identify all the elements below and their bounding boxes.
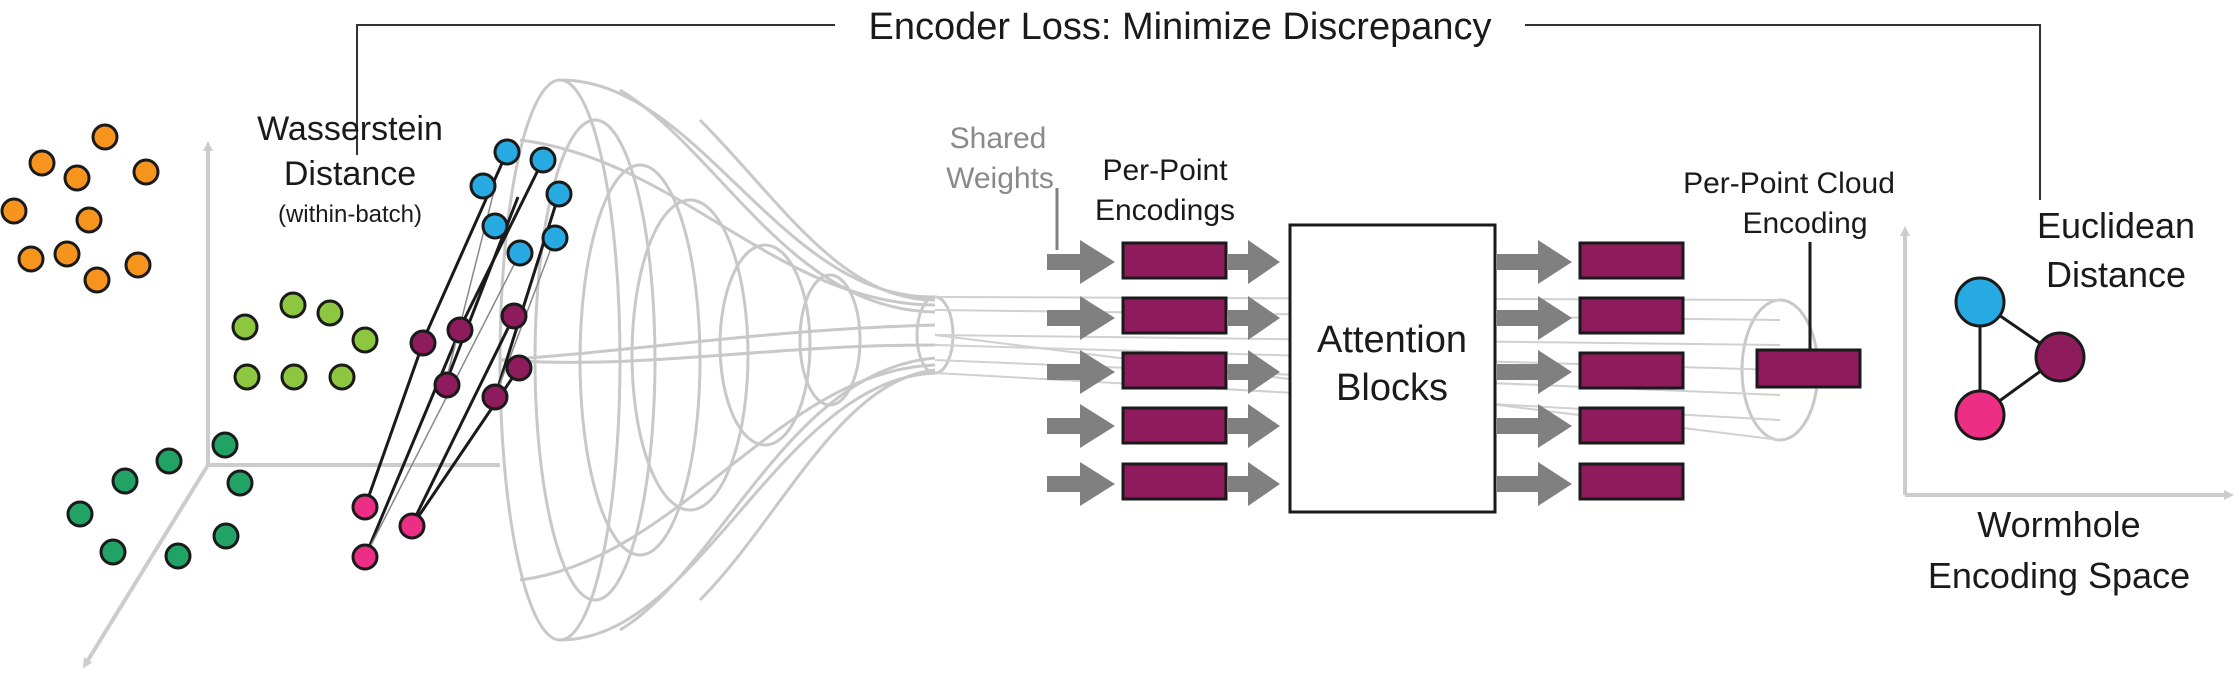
encoding-space-label: Wormhole Encoding Space bbox=[1928, 504, 2190, 596]
svg-text:Weights: Weights bbox=[946, 162, 1054, 195]
encoding-block bbox=[1578, 351, 1685, 390]
blue-batch-points bbox=[469, 138, 573, 267]
point bbox=[211, 431, 239, 459]
pink-batch-points bbox=[351, 493, 426, 571]
point bbox=[351, 326, 379, 354]
point bbox=[63, 164, 91, 192]
svg-text:Distance: Distance bbox=[284, 155, 416, 193]
maroon-encoding-point bbox=[2034, 331, 2086, 383]
point bbox=[111, 467, 139, 495]
cloud-encoding-block bbox=[1755, 348, 1862, 389]
point bbox=[433, 371, 461, 399]
euclidean-triangle bbox=[1954, 276, 2086, 441]
point bbox=[66, 500, 94, 528]
encoding-space-axes bbox=[1900, 226, 2234, 500]
point bbox=[155, 447, 183, 475]
svg-text:(within-batch): (within-batch) bbox=[278, 201, 422, 228]
point bbox=[233, 363, 261, 391]
per-point-encoding-blocks bbox=[1121, 241, 1228, 501]
encoding-block bbox=[1578, 406, 1685, 445]
attended-encoding-blocks bbox=[1578, 241, 1685, 501]
svg-text:Encodings: Encodings bbox=[1095, 194, 1235, 227]
point bbox=[91, 123, 119, 151]
encoder-loss-title: Encoder Loss: Minimize Discrepancy bbox=[868, 6, 1491, 48]
pre-attention-arrows bbox=[1228, 240, 1280, 506]
point bbox=[75, 206, 103, 234]
point bbox=[541, 224, 569, 252]
maroon-batch-points bbox=[409, 302, 533, 411]
wormhole-funnel bbox=[498, 78, 1820, 642]
svg-text:Distance: Distance bbox=[2046, 254, 2186, 295]
encoding-block bbox=[1121, 406, 1228, 445]
point bbox=[226, 469, 254, 497]
point bbox=[164, 542, 192, 570]
point bbox=[279, 291, 307, 319]
svg-text:Blocks: Blocks bbox=[1336, 367, 1448, 409]
point bbox=[545, 180, 573, 208]
point bbox=[469, 172, 497, 200]
svg-text:Wasserstein: Wasserstein bbox=[257, 110, 443, 148]
encoding-block bbox=[1121, 351, 1228, 390]
svg-text:Encoding Space: Encoding Space bbox=[1928, 555, 2190, 596]
point bbox=[53, 240, 81, 268]
svg-text:Wormhole: Wormhole bbox=[1977, 504, 2140, 545]
point bbox=[231, 313, 259, 341]
encoding-block bbox=[1121, 296, 1228, 335]
point bbox=[83, 266, 111, 294]
point bbox=[212, 522, 240, 550]
point bbox=[17, 245, 45, 273]
point bbox=[493, 138, 521, 166]
svg-text:Per-Point Cloud: Per-Point Cloud bbox=[1683, 167, 1895, 200]
point bbox=[481, 383, 509, 411]
point bbox=[481, 212, 509, 240]
cloud-encoding: Per-Point Cloud Encoding bbox=[1683, 167, 1895, 389]
point bbox=[398, 512, 426, 540]
attention-blocks: Attention Blocks bbox=[1288, 223, 1497, 514]
svg-text:Per-Point: Per-Point bbox=[1102, 154, 1228, 187]
point bbox=[409, 329, 437, 357]
encoding-block bbox=[1121, 462, 1228, 501]
pink-encoding-point bbox=[1954, 389, 2006, 441]
encoding-block bbox=[1578, 462, 1685, 501]
point bbox=[280, 363, 308, 391]
point bbox=[99, 538, 127, 566]
point bbox=[316, 299, 344, 327]
encoding-block bbox=[1578, 241, 1685, 280]
input-arrows bbox=[1047, 240, 1115, 506]
input-space-axes bbox=[82, 141, 500, 669]
blue-encoding-point bbox=[1954, 276, 2006, 328]
point bbox=[328, 363, 356, 391]
encoding-block bbox=[1578, 296, 1685, 335]
svg-text:Euclidean: Euclidean bbox=[2037, 205, 2195, 246]
shared-weights-label: Shared Weights bbox=[946, 122, 1059, 250]
point bbox=[351, 543, 379, 571]
encoding-block bbox=[1121, 241, 1228, 280]
point bbox=[351, 493, 379, 521]
point bbox=[446, 316, 474, 344]
svg-text:Shared: Shared bbox=[950, 122, 1047, 155]
per-point-encodings-label: Per-Point Encodings bbox=[1095, 154, 1235, 227]
point bbox=[505, 354, 533, 382]
light-green-point-cloud bbox=[231, 291, 379, 391]
green-point-cloud bbox=[66, 431, 254, 570]
point bbox=[132, 158, 160, 186]
point bbox=[529, 146, 557, 174]
svg-text:Attention: Attention bbox=[1317, 319, 1467, 361]
encoder-loss-bracket: Encoder Loss: Minimize Discrepancy bbox=[356, 6, 2041, 200]
euclidean-label: Euclidean Distance bbox=[2037, 205, 2195, 295]
point bbox=[500, 302, 528, 330]
point bbox=[28, 149, 56, 177]
point bbox=[0, 197, 28, 225]
orange-point-cloud bbox=[0, 123, 160, 294]
point bbox=[506, 239, 534, 267]
svg-text:Encoding: Encoding bbox=[1742, 207, 1867, 240]
point bbox=[124, 251, 152, 279]
post-attention-arrows bbox=[1497, 240, 1572, 506]
wasserstein-label: Wasserstein Distance (within-batch) bbox=[257, 110, 443, 228]
